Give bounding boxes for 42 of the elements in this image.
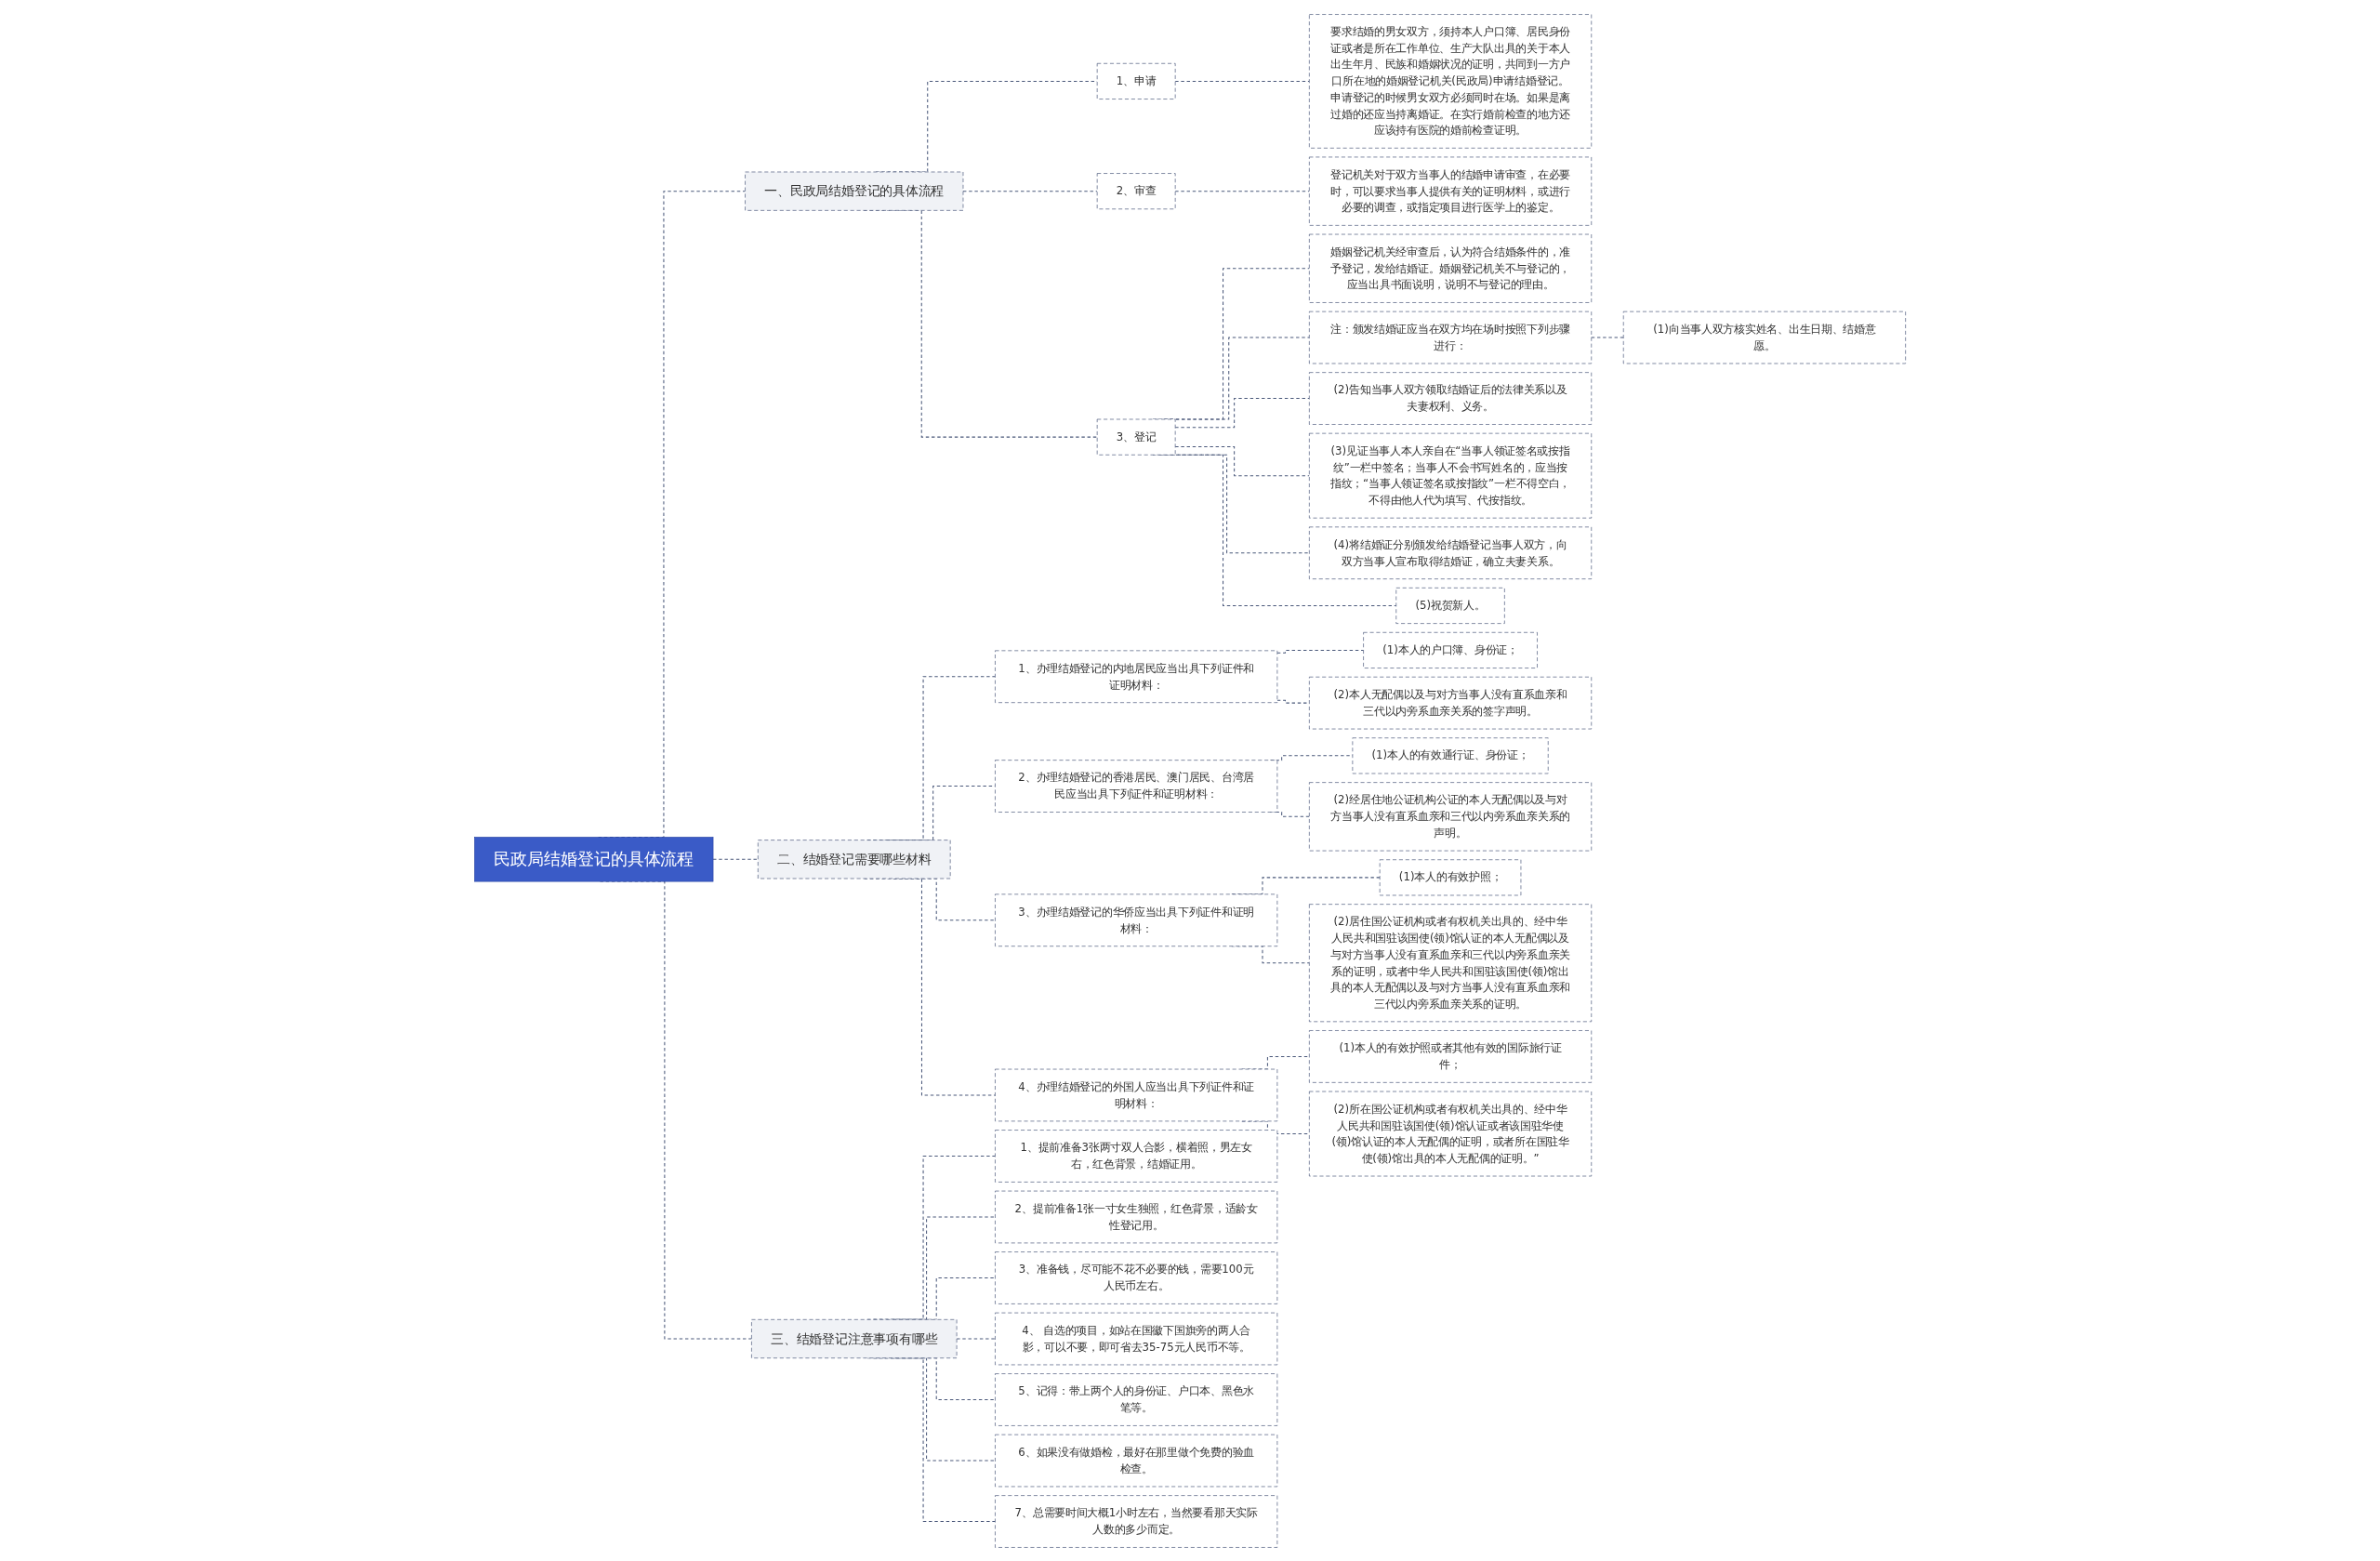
node-box: 6、如果没有做婚检，最好在那里做个免费的验血检查。 xyxy=(995,1434,1278,1487)
node-box: (2)本人无配偶以及与对方当事人没有直系血亲和三代以内旁系血亲关系的签字声明。 xyxy=(1308,676,1592,729)
node-box: (3)见证当事人本人亲自在“当事人领证签名或按指纹”一栏中签名；当事人不会书写姓名的，应当按指纹；“当事人领证签名或按指纹”一栏不得空白，不得由他人代为填写、代按指纹。 xyxy=(1308,432,1592,519)
node-box: 2、办理结婚登记的香港居民、澳门居民、台湾居民应当出具下列证件和证明材料： xyxy=(995,759,1278,813)
node-box: (2)告知当事人双方领取结婚证后的法律关系以及夫妻权利、义务。 xyxy=(1308,371,1592,425)
node-box: (4)将结婚证分别颁发给结婚登记当事人双方，向双方当事人宣布取得结婚证，确立夫妻关系。 xyxy=(1308,526,1592,579)
node-box: 要求结婚的男女双方，须持本人户口簿、居民身份证或者是所在工作单位、生产大队出具的关于本人出生年月、民族和婚姻状况的证明，共同到一方户口所在地的婚姻登记机关(民政局)申请结婚登记。申请登记的时候男女双方必须同时在场。如果是离过婚的还应当持离婚证。在实行婚前检查的地方还应该持有医院的婚前检查证明。 xyxy=(1308,13,1592,149)
node-box: 3、办理结婚登记的华侨应当出具下列证件和证明材料： xyxy=(995,893,1278,946)
node-box: (1)本人的有效护照或者其他有效的国际旅行证件； xyxy=(1308,1029,1592,1083)
connector xyxy=(1174,397,1310,428)
node-box: 民政局结婚登记的具体流程 xyxy=(474,836,714,881)
connector xyxy=(956,1338,996,1340)
node-box: 3、登记 xyxy=(1096,418,1176,456)
node-box: 1、提前准备3张两寸双人合影，横着照，男左女右，红色背景，结婚证用。 xyxy=(995,1129,1278,1183)
node-box: 登记机关对于双方当事人的结婚申请审查，在必要时，可以要求当事人提供有关的证明材料，或进行必要的调查，或指定项目进行医学上的鉴定。 xyxy=(1308,156,1592,226)
node-box: 一、民政局结婚登记的具体流程 xyxy=(745,171,964,211)
node-box: (1)向当事人双方核实姓名、出生日期、结婚意愿。 xyxy=(1622,311,1906,364)
node-box: 2、审查 xyxy=(1096,172,1176,209)
node-box: 1、申请 xyxy=(1096,62,1176,99)
node-box: 4、办理结婚登记的外国人应当出具下列证件和证明材料： xyxy=(995,1068,1278,1121)
connector xyxy=(1276,699,1310,704)
node-box: (5)祝贺新人。 xyxy=(1395,587,1505,624)
node-box: 5、记得：带上两个人的身份证、户口本、黑色水笔等。 xyxy=(995,1372,1278,1426)
node-box: 2、提前准备1张一寸女生独照，红色背景，适龄女性登记用。 xyxy=(995,1190,1278,1243)
node-box: 1、办理结婚登记的内地居民应当出具下列证件和证明材料： xyxy=(995,650,1278,703)
connector xyxy=(1174,445,1310,476)
connector xyxy=(1591,337,1624,338)
node-box: 婚姻登记机关经审查后，认为符合结婚条件的，准予登记，发给结婚证。婚姻登记机关不与登记的，应当出具书面说明，说明不与登记的理由。 xyxy=(1308,233,1592,303)
connector xyxy=(1276,649,1364,654)
node-box: (1)本人的户口簿、身份证； xyxy=(1363,631,1538,668)
node-box: (2)居住国公证机构或者有权机关出具的、经中华人民共和国驻该国使(领)馆认证的本人无配偶以及与对方当事人没有直系血亲和三代以内旁系血亲关系的证明，或者中华人民共和国驻该国使(领)馆出具的本人无配偶以及与对方当事人没有直系血亲和三代以内旁系血亲关系的证明。 xyxy=(1308,903,1592,1022)
node-box: 4、 自选的项目，如站在国徽下国旗旁的两人合影，可以不要，即可省去35-75元人民币不等。 xyxy=(995,1312,1278,1365)
node-box: (1)本人的有效通行证、身份证； xyxy=(1352,736,1549,774)
node-box: 二、结婚登记需要哪些材料 xyxy=(757,839,951,879)
node-box: 注：颁发结婚证应当在双方均在场时按照下列步骤进行： xyxy=(1308,311,1592,364)
node-box: (2)经居住地公证机构公证的本人无配偶以及与对方当事人没有直系血亲和三代以内旁系血亲关系的声明。 xyxy=(1308,781,1592,851)
connector xyxy=(712,858,759,860)
node-box: 3、准备钱，尽可能不花不必要的钱，需要100元人民币左右。 xyxy=(995,1250,1278,1304)
node-box: 三、结婚登记注意事项有哪些 xyxy=(750,1318,958,1358)
node-box: 7、总需要时间大概1小时左右，当然要看那天实际人数的多少而定。 xyxy=(995,1494,1278,1548)
node-box: (2)所在国公证机构或者有权机关出具的、经中华人民共和国驻该国使(领)馆认证或者该国驻华使(领)馆认证的本人无配偶的证明，或者所在国驻华使(领)馆出具的本人无配偶的证明。” xyxy=(1308,1091,1592,1176)
node-box: (1)本人的有效护照； xyxy=(1379,858,1522,895)
